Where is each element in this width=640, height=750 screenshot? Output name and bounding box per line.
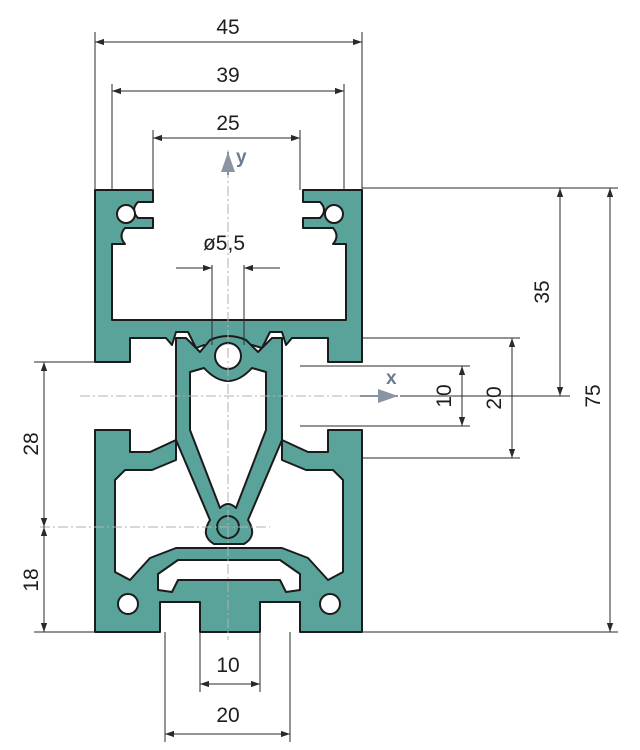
dim-label-75: 75 [582,384,605,407]
dim-label-10-right: 10 [433,384,456,407]
lower-right-lobe [319,593,341,615]
dim-label-45: 45 [216,16,239,39]
centre-lines [40,150,398,640]
extension-lines [34,32,618,742]
lower-slot-void [157,559,301,593]
dimension-lines [40,38,614,738]
aluminium-profile [94,189,363,633]
dim-label-20-bottom: 20 [216,704,239,727]
dim-label-18: 18 [20,568,43,591]
dim-label-35: 35 [531,280,554,303]
dim-label-10-bottom: 10 [216,654,239,677]
y-axis-label: y [236,147,247,168]
lower-left-lobe [117,593,139,615]
upper-left-lobe [116,204,136,224]
x-axis-label: x [386,368,397,389]
dim-label-20-right: 20 [483,386,506,409]
upper-right-lobe [324,204,344,224]
dim-label-25: 25 [216,112,239,135]
dim-label-39: 39 [216,64,239,87]
dim-label-bore: ø5,5 [203,232,245,255]
dim-label-28: 28 [20,432,43,455]
